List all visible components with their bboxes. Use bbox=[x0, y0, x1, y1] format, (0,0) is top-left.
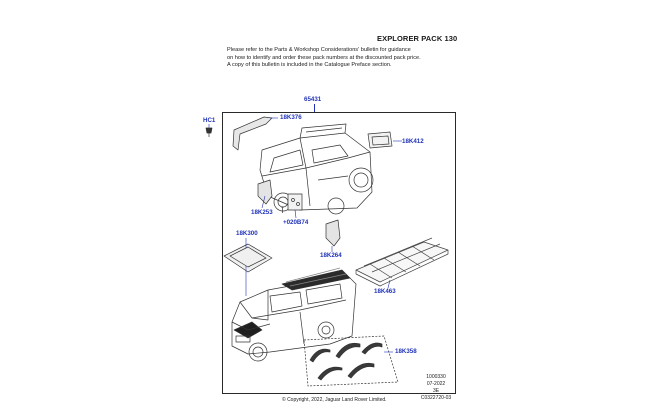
notice-line-3: A copy of this bulletin is included in t… bbox=[227, 62, 392, 69]
part-18k412 bbox=[367, 131, 393, 149]
diagram-frame bbox=[222, 112, 456, 394]
ref-line-4: C0322720-03 bbox=[420, 395, 452, 401]
lower-vehicle-drawing bbox=[231, 267, 357, 362]
callout-18k264[interactable]: 18K264 bbox=[320, 252, 342, 259]
upper-vehicle-drawing bbox=[259, 123, 374, 215]
ref-line-1: 1000330 bbox=[426, 374, 446, 380]
leader-pack-number bbox=[314, 104, 315, 112]
part-18k358 bbox=[303, 335, 399, 387]
copyright-notice: © Copyright, 2022, Jaguar Land Rover Lim… bbox=[282, 397, 387, 403]
callout-18k463[interactable]: 18K463 bbox=[374, 288, 396, 295]
part-18k264 bbox=[325, 219, 341, 247]
notice-line-2: on how to identify and order these pack … bbox=[227, 54, 421, 61]
illustration-reference: 1000330 07-2022 3E C0322720-03 bbox=[410, 374, 462, 402]
callout-pack-number[interactable]: 65431 bbox=[304, 96, 322, 103]
callout-hc1[interactable]: HC1 bbox=[203, 117, 216, 124]
ref-line-2: 07-2022 bbox=[426, 381, 446, 387]
part-18k253 bbox=[257, 179, 273, 205]
page-title: EXPLORER PACK 130 bbox=[377, 34, 458, 43]
part-hc1 bbox=[205, 127, 213, 137]
part-18k300 bbox=[223, 243, 273, 273]
callout-18k253[interactable]: 18K253 bbox=[251, 209, 273, 216]
part-18k463 bbox=[355, 237, 449, 287]
callout-18k412[interactable]: 18K412 bbox=[402, 138, 424, 145]
part-18k376 bbox=[232, 116, 273, 151]
callout-18k376[interactable]: 18K376 bbox=[280, 114, 302, 121]
part-020b74 bbox=[281, 193, 303, 213]
pack-notice: Please refer to the Parts & Workshop Con… bbox=[227, 47, 421, 70]
callout-020b74[interactable]: +020B74 bbox=[283, 219, 309, 226]
callout-18k358[interactable]: 18K358 bbox=[395, 348, 417, 355]
notice-line-1: Please refer to the Parts & Workshop Con… bbox=[227, 47, 411, 53]
callout-18k300[interactable]: 18K300 bbox=[236, 230, 258, 237]
ref-line-3: 3E bbox=[432, 388, 440, 394]
